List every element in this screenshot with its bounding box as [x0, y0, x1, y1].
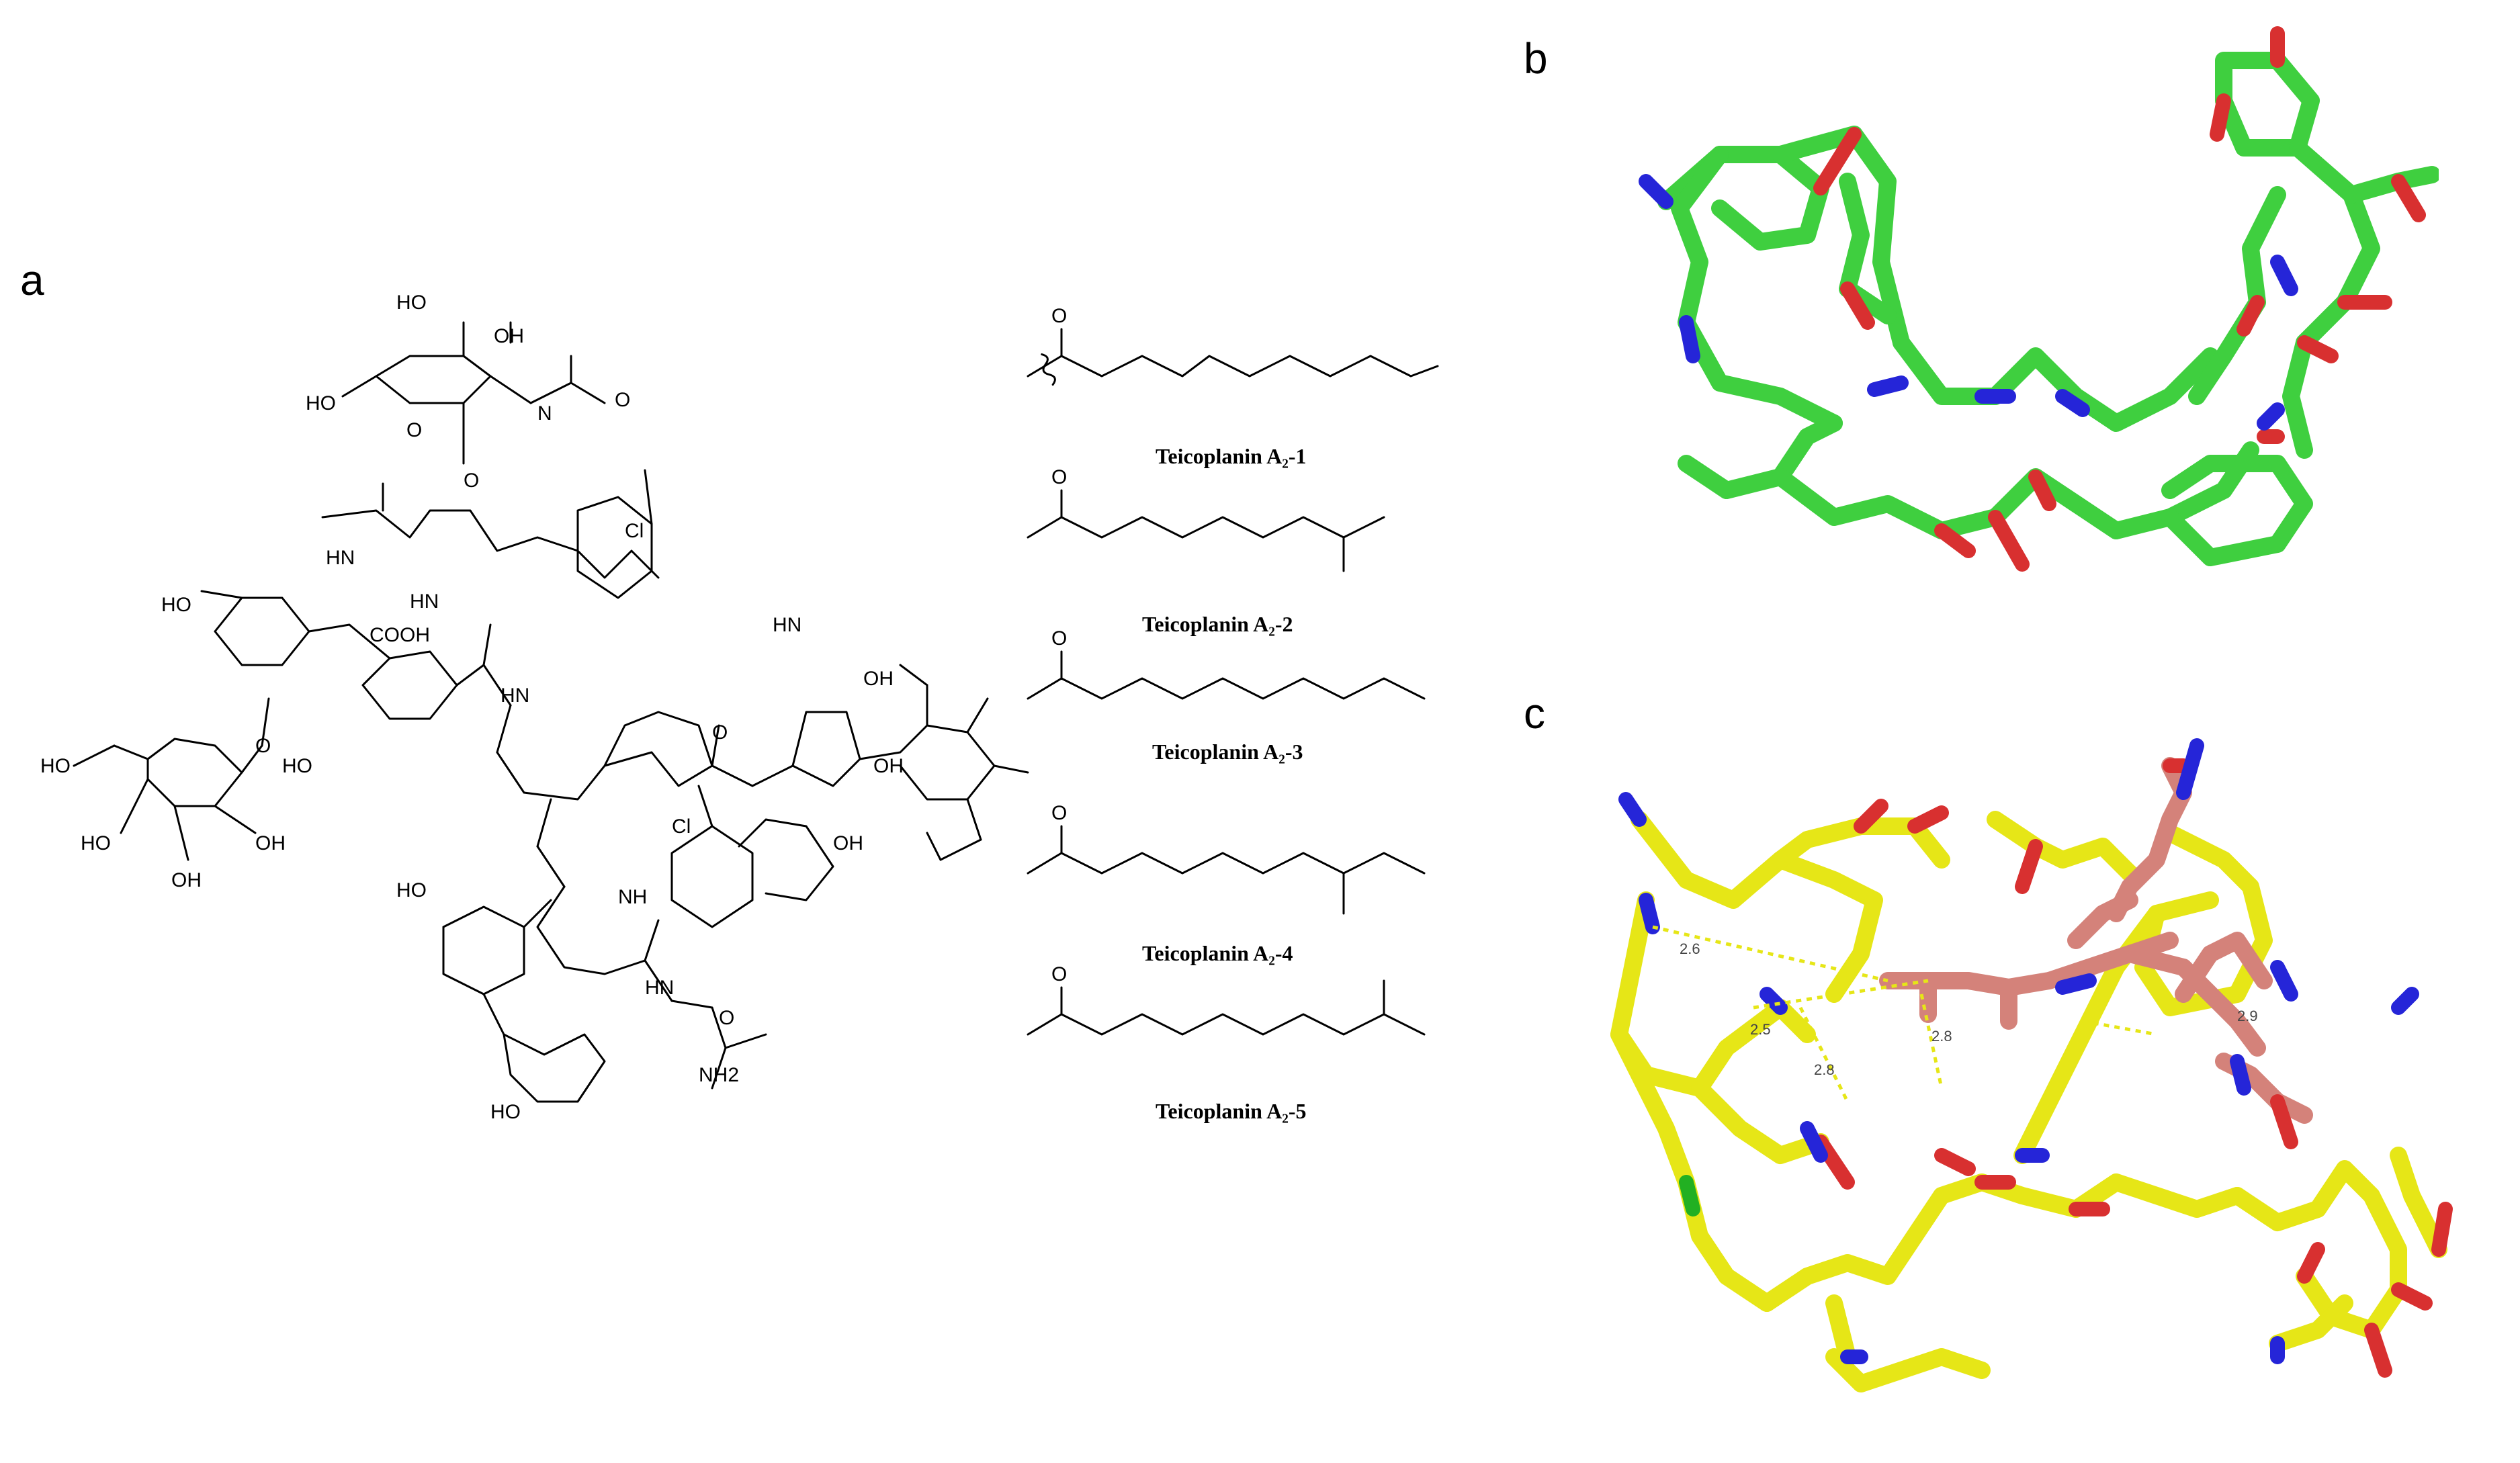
atom-label: Cl [625, 520, 644, 542]
atom-label: OH [873, 755, 904, 777]
atom-label: HO [490, 1101, 521, 1123]
atom-label: HN [773, 614, 801, 636]
atom-label: O [1051, 802, 1067, 824]
hbond-label: 2.8 [1814, 1061, 1835, 1078]
atom-label: O [1051, 305, 1067, 327]
nitrogens-b [1639, 174, 2298, 431]
side-chain-a2-5: O Teicoplanin A₂-5 [1027, 963, 1426, 1123]
atom-label: OH [863, 668, 894, 690]
atom-label: HO [161, 594, 191, 616]
atom-label: HN [410, 590, 439, 613]
atom-label: NH2 [699, 1064, 739, 1086]
caption-a2-1: Teicoplanin A₂-1 [1156, 444, 1306, 468]
caption-a2-3: Teicoplanin A₂-3 [1152, 740, 1303, 764]
hbond-label: 2.8 [1931, 1028, 1952, 1045]
macrocycle-bonds [200, 469, 1029, 1103]
hbond-label: 2.5 [1750, 1021, 1771, 1038]
atom-label: O [1051, 466, 1067, 488]
atom-label: OH [494, 325, 524, 347]
ligand-c [1879, 757, 2313, 1124]
nitrogens-c [1618, 738, 2419, 1364]
hydrogen-bonds [1652, 925, 2157, 1103]
atom-label: OH [255, 832, 286, 854]
atom-label: OH [833, 832, 863, 854]
atom-label: HO [40, 755, 71, 777]
mannose-ring [73, 697, 270, 861]
atom-label: N [537, 402, 552, 425]
atom-label: O [255, 735, 271, 757]
atom-label: HN [501, 684, 529, 707]
panel-label-a: a [20, 256, 44, 304]
side-chain-a2-3: O Teicoplanin A₂-3 [1027, 627, 1426, 764]
backbone-b [1657, 52, 2439, 566]
backbone-c [1610, 811, 2447, 1392]
oxygens-b [1813, 26, 2426, 572]
atom-label: HN [645, 977, 674, 999]
caption-a2-5: Teicoplanin A₂-5 [1156, 1099, 1306, 1123]
atom-label: OH [171, 869, 202, 891]
side-chain-a2-4: O Teicoplanin A₂-4 [1027, 802, 1426, 965]
hbond-distance-labels: 2.6 2.5 2.8 2.8 2.9 [1680, 940, 2258, 1078]
side-chain-a2-1: O Teicoplanin A₂-1 [1027, 305, 1439, 468]
atom-label: HO [81, 832, 111, 854]
atom-label: O [615, 389, 630, 411]
side-chains: O Teicoplanin A₂-1 O Teicoplanin A₂-2 O … [1027, 305, 1439, 1123]
teicoplanin-structure: HO OH HO N O O O HN Cl HO COOH HN HN HO … [40, 292, 1439, 1123]
stick-model-c: 2.6 2.5 2.8 2.8 2.9 [1610, 738, 2453, 1392]
stick-model-b [1639, 26, 2439, 572]
structure-atom-labels: HO OH HO N O O O HN Cl HO COOH HN HN HO … [40, 292, 904, 1123]
atom-label: O [1051, 963, 1067, 985]
atom-label: NH [618, 886, 647, 908]
atom-label: O [719, 1007, 734, 1029]
atom-label: HN [326, 547, 355, 569]
atom-label: HO [306, 392, 336, 414]
caption-a2-4: Teicoplanin A₂-4 [1142, 941, 1293, 965]
caption-a2-2: Teicoplanin A₂-2 [1142, 612, 1293, 636]
atom-label: O [1051, 627, 1067, 650]
panel-label-c: c [1524, 689, 1545, 738]
glucosamine-ring [341, 321, 606, 465]
chlorine-c [1679, 1175, 1700, 1216]
atom-label: O [406, 419, 422, 441]
atom-label: COOH [370, 624, 430, 646]
atom-label: Cl [672, 815, 691, 838]
hbond-label: 2.9 [2237, 1008, 2258, 1024]
panel-label-b: b [1524, 34, 1548, 83]
side-chain-a2-2: O Teicoplanin A₂-2 [1027, 466, 1385, 636]
atom-label: HO [282, 755, 312, 777]
hbond-label: 2.6 [1680, 940, 1700, 957]
oxygens-c [1813, 758, 2453, 1378]
atom-label: HO [396, 292, 427, 314]
atom-label: O [464, 470, 479, 492]
atom-label: O [712, 721, 728, 744]
atom-label: HO [396, 879, 427, 901]
